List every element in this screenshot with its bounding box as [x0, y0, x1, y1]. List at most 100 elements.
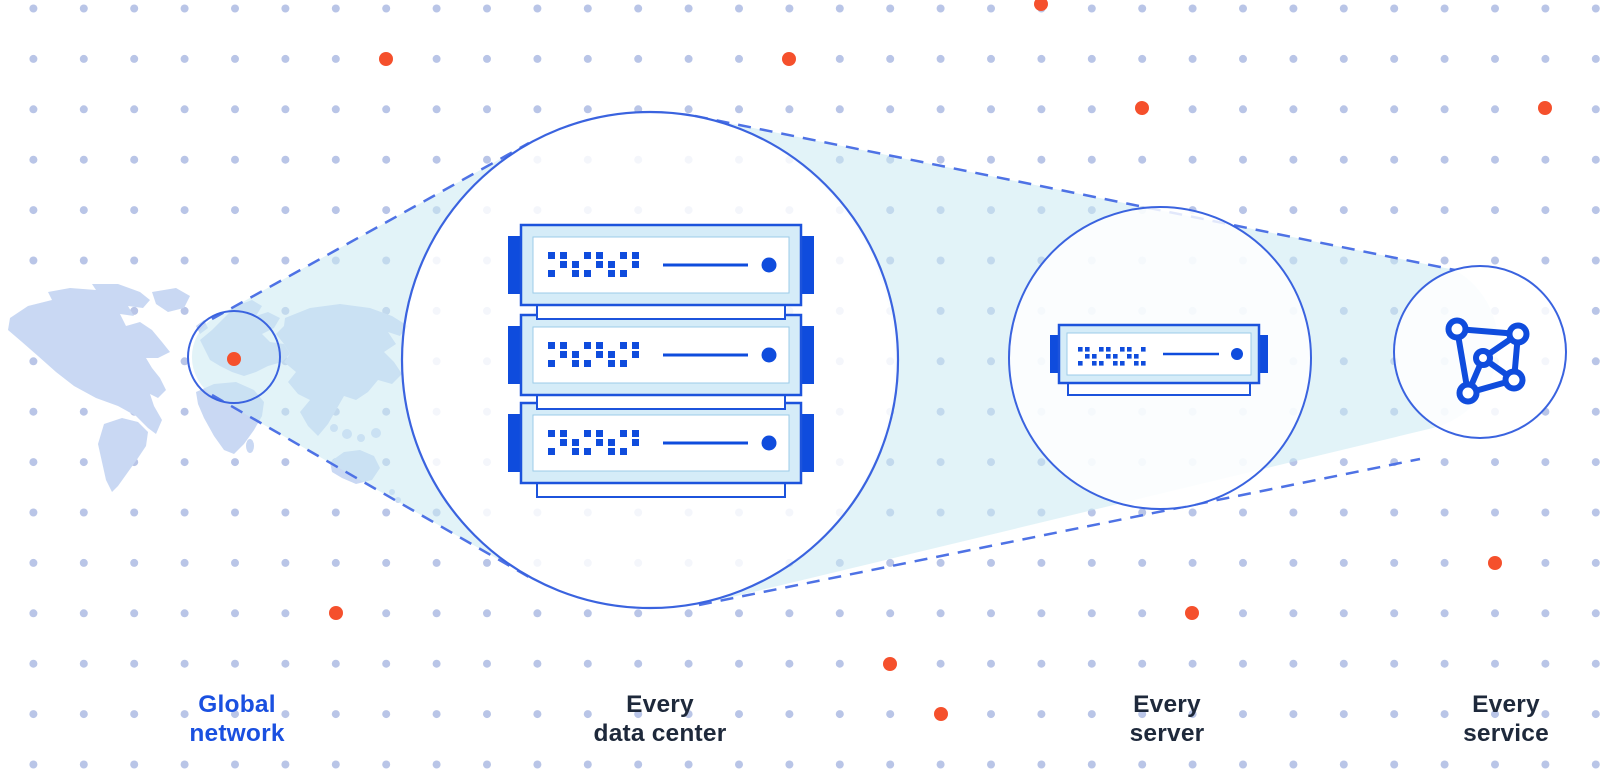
- vent-square: [632, 351, 639, 358]
- grid-dot: [180, 760, 189, 769]
- grid-dot: [130, 710, 139, 719]
- grid-dot: [886, 105, 895, 114]
- label-every-server-line1: Every: [1133, 691, 1201, 718]
- vent-square: [1092, 361, 1097, 366]
- grid-dot: [79, 155, 88, 164]
- grid-dot: [331, 710, 340, 719]
- grid-dot: [533, 4, 542, 13]
- grid-dot: [1541, 206, 1550, 215]
- grid-dot: [583, 710, 592, 719]
- grid-dot: [1591, 155, 1600, 164]
- vent-square: [632, 261, 639, 268]
- grid-dot: [1239, 105, 1247, 114]
- grid-dot: [886, 4, 895, 13]
- vent-square: [596, 351, 603, 358]
- grid-dot: [987, 105, 995, 114]
- continent-north-america: [8, 284, 170, 434]
- mesh-node: [1456, 381, 1480, 405]
- grid-dot: [1541, 54, 1550, 63]
- vent-square: [584, 430, 591, 437]
- grid-dot: [936, 659, 945, 668]
- grid-dot: [886, 760, 895, 769]
- grid-dot: [1541, 458, 1550, 467]
- grid-dot: [1390, 558, 1399, 567]
- grid-dot: [79, 609, 88, 618]
- vent-square: [548, 448, 555, 455]
- vent-square: [572, 351, 579, 358]
- label-every-server-line2: server: [1129, 720, 1205, 747]
- grid-dot: [1037, 54, 1046, 63]
- label-every-data-center-line2: data center: [593, 720, 727, 747]
- vent-square: [1099, 361, 1104, 366]
- grid-dot: [130, 659, 139, 668]
- grid-dot: [1138, 4, 1147, 13]
- grid-dot: [987, 54, 995, 63]
- grid-dot: [483, 710, 491, 719]
- grid-dot: [382, 609, 391, 618]
- grid-dot: [684, 4, 693, 13]
- grid-dot: [684, 105, 693, 114]
- grid-dot: [634, 659, 643, 668]
- vent-square: [548, 430, 555, 437]
- grid-dot: [180, 508, 189, 517]
- grid-dot: [1440, 4, 1449, 13]
- grid-dot: [231, 659, 239, 668]
- server-unit: [508, 313, 814, 410]
- orange-dot: [1488, 556, 1502, 570]
- grid-dot: [281, 54, 290, 63]
- grid-dot: [1188, 155, 1197, 164]
- grid-dot: [1188, 105, 1197, 114]
- grid-dot: [936, 760, 945, 769]
- grid-dot: [1188, 54, 1197, 63]
- grid-dot: [1440, 710, 1449, 719]
- grid-dot: [785, 4, 794, 13]
- server-faceplate: [532, 326, 790, 384]
- server-rack-icon: [508, 223, 814, 498]
- vent-square: [1120, 347, 1125, 352]
- grid-dot: [432, 609, 441, 618]
- grid-dot: [1390, 508, 1399, 517]
- server-left-tab: [508, 236, 521, 294]
- grid-dot: [79, 407, 88, 416]
- grid-dot: [1239, 558, 1247, 567]
- grid-dot: [533, 760, 542, 769]
- server-unit: [508, 401, 814, 498]
- grid-dot: [1239, 155, 1247, 164]
- grid-dot: [1491, 155, 1499, 164]
- grid-dot: [130, 206, 139, 215]
- grid-dot: [281, 558, 290, 567]
- grid-dot: [1541, 659, 1550, 668]
- grid-dot: [331, 206, 340, 215]
- grid-dot: [180, 155, 189, 164]
- vent-square: [584, 252, 591, 259]
- grid-dot: [331, 155, 340, 164]
- vent-square: [608, 448, 615, 455]
- grid-dot: [231, 155, 239, 164]
- grid-dot: [684, 54, 693, 63]
- vent-square: [1099, 347, 1104, 352]
- grid-dot: [785, 105, 794, 114]
- orange-dot: [227, 352, 241, 366]
- grid-dot: [684, 710, 693, 719]
- grid-dot: [79, 4, 88, 13]
- grid-dot: [1440, 760, 1449, 769]
- grid-dot: [231, 508, 239, 517]
- grid-dot: [533, 609, 542, 618]
- grid-dot: [432, 155, 441, 164]
- server-faceplate: [532, 414, 790, 472]
- mesh-node: [1502, 368, 1526, 392]
- grid-dot: [1339, 609, 1348, 618]
- grid-dot: [281, 256, 290, 265]
- grid-dot: [29, 105, 38, 114]
- grid-dot: [1591, 206, 1600, 215]
- grid-dot: [180, 558, 189, 567]
- grid-dot: [1541, 256, 1550, 265]
- server-left-tab: [508, 414, 521, 472]
- grid-dot: [583, 659, 592, 668]
- grid-dot: [1037, 760, 1046, 769]
- grid-dot: [1239, 609, 1247, 618]
- vent-square: [572, 261, 579, 268]
- vent-square: [560, 252, 567, 259]
- zoom-guide-lines: [211, 114, 1456, 607]
- label-global-network-line1: Global: [198, 691, 276, 718]
